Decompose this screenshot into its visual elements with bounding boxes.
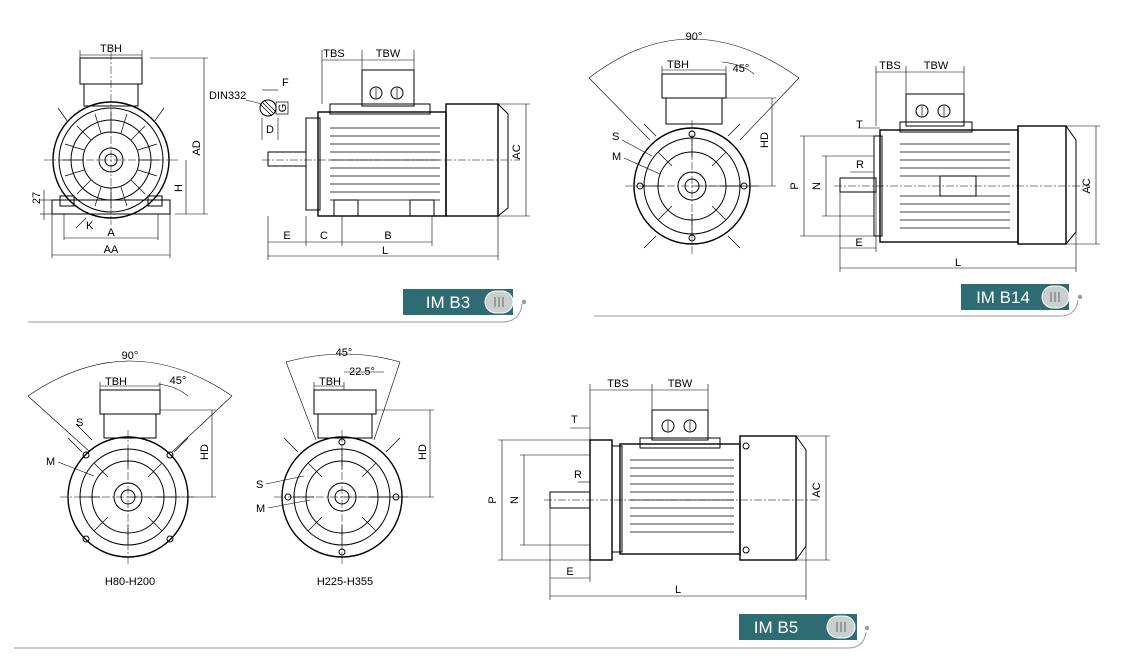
b3-side-view: TBS TBW AC E C B L	[262, 48, 530, 260]
b3-badge-text: IM B3	[426, 293, 470, 312]
b5l-caption: H225-H355	[317, 576, 373, 588]
b3-shaft-detail: DIN332 F G D	[209, 77, 289, 140]
b14-tbh-label: TBH	[667, 59, 689, 71]
b14-ac-label: AC	[1081, 178, 1093, 193]
b3-aa-label: AA	[104, 244, 119, 256]
b3-d-label: D	[266, 124, 274, 136]
b5-e-label: E	[566, 566, 573, 578]
b5s-hd-label: HD	[199, 444, 211, 460]
b5-badge-grip-icon	[836, 622, 846, 632]
b14-hd-label: HD	[759, 132, 771, 148]
b5l-s-label: S	[256, 479, 263, 491]
b3-tbs-label: TBS	[323, 48, 344, 60]
b3-tbh-label: TBH	[100, 43, 122, 55]
b5s-tbh-label: TBH	[105, 376, 127, 388]
b5s-caption: H80-H200	[105, 576, 155, 588]
b14-badge: IM B14	[594, 284, 1083, 317]
b5-ac-label: AC	[811, 482, 823, 497]
b14-45deg-label: 45°	[733, 63, 750, 75]
b5-tbw-label: TBW	[668, 378, 693, 390]
b3-tbw-label: TBW	[376, 48, 401, 60]
b5-p-label: P	[487, 496, 499, 503]
b5-t-label: T	[571, 414, 578, 426]
b3-ad-label: AD	[191, 140, 203, 155]
b14-s-label: S	[612, 131, 619, 143]
b3-k-label: K	[86, 220, 94, 232]
b14-tbs-label: TBS	[879, 60, 900, 72]
b14-m-label: M	[612, 151, 621, 163]
b5l-hd-label: HD	[417, 444, 429, 460]
b3-g-label: G	[277, 104, 289, 113]
b3-h-label: H	[173, 184, 185, 192]
b5s-90deg-label: 90°	[122, 350, 139, 362]
b14-p-label: P	[789, 182, 801, 189]
b3-din332-label: DIN332	[209, 90, 246, 102]
b14-e-label: E	[855, 237, 862, 249]
b14-l-label: L	[955, 257, 961, 269]
b3-f-label: F	[282, 77, 289, 89]
b3-ac-label: AC	[511, 144, 523, 159]
b3-front-view: TBH AD H 27 A AA K	[31, 43, 208, 258]
b14-tbw-label: TBW	[924, 60, 949, 72]
b3-l-label: L	[382, 245, 388, 257]
b14-badge-grip-icon	[1050, 292, 1060, 302]
b5l-225deg-label: 22.5°	[349, 366, 375, 378]
b14-side-view: TBS TBW T P N R E L AC	[789, 60, 1100, 272]
b14-n-label: N	[811, 182, 823, 190]
b5l-45deg-label: 45°	[336, 347, 353, 359]
b5-tbs-label: TBS	[607, 378, 628, 390]
b3-c-label: C	[320, 230, 328, 242]
b3-27-label: 27	[31, 192, 43, 204]
b14-90deg-label: 90°	[686, 31, 703, 43]
b5-l-label: L	[675, 584, 681, 596]
b5s-45deg-label: 45°	[170, 375, 187, 387]
b5-r-label: R	[574, 469, 582, 481]
b5s-m-label: M	[46, 456, 55, 468]
b5l-m-label: M	[256, 503, 265, 515]
b3-badge-grip-icon	[494, 297, 504, 307]
b14-r-label: R	[856, 159, 864, 171]
b3-e-label: E	[283, 230, 290, 242]
b3-a-label: A	[107, 227, 115, 239]
b5-side-view: TBS TBW T P N R E L AC	[487, 378, 830, 600]
b5-front-small: 90° 45° TBH S M HD	[27, 350, 233, 588]
b3-badge: IM B3	[28, 289, 527, 323]
b3-b-label: B	[384, 230, 391, 242]
b14-front-view: 90° 45° TBH S M	[588, 31, 800, 255]
b5l-tbh-label: TBH	[319, 376, 341, 388]
b14-t-label: T	[856, 119, 863, 131]
b5-n-label: N	[509, 496, 521, 504]
b5-badge-text: IM B5	[754, 618, 798, 637]
b5s-s-label: S	[76, 417, 83, 429]
b14-badge-text: IM B14	[976, 288, 1030, 307]
b5-front-large: 45° 22.5° TBH S M HD	[256, 347, 434, 588]
b5-badge: IM B5	[14, 614, 870, 649]
